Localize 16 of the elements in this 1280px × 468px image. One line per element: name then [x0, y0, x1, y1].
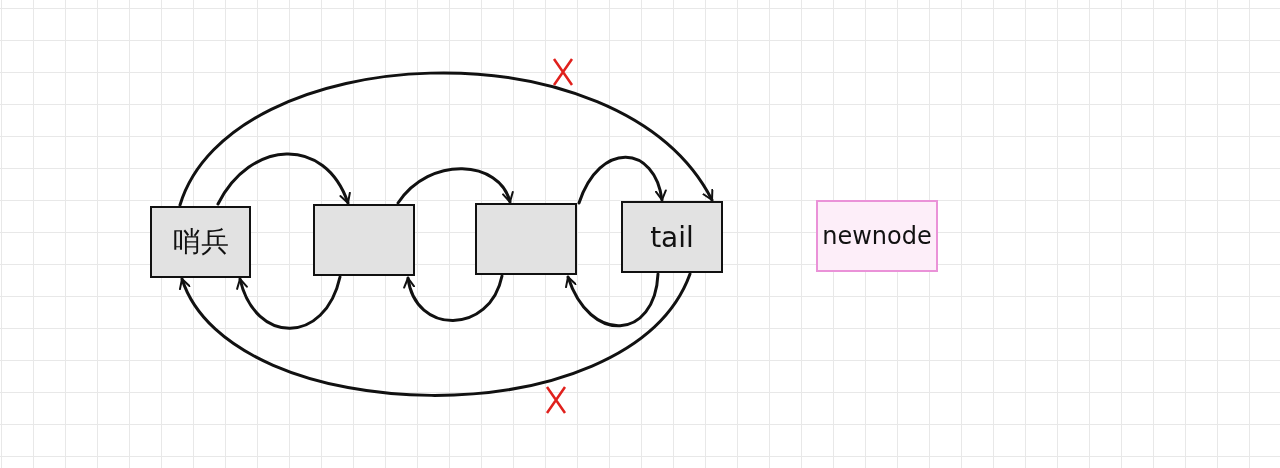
list-node-box	[621, 201, 723, 273]
arrow	[237, 275, 342, 330]
arrow	[216, 152, 350, 206]
node-label: 哨兵	[172, 224, 229, 260]
arrow	[565, 272, 660, 328]
list-node-box	[313, 204, 415, 276]
node-label: newnode	[822, 222, 932, 250]
list-node-box	[475, 203, 577, 275]
arrow	[178, 71, 714, 207]
arrow	[396, 167, 513, 205]
arrow	[404, 274, 504, 322]
arrow	[180, 272, 692, 397]
list-node-box	[816, 200, 938, 272]
arrow	[577, 155, 666, 205]
list-node-box	[150, 206, 251, 278]
node-label: tail	[650, 220, 694, 254]
